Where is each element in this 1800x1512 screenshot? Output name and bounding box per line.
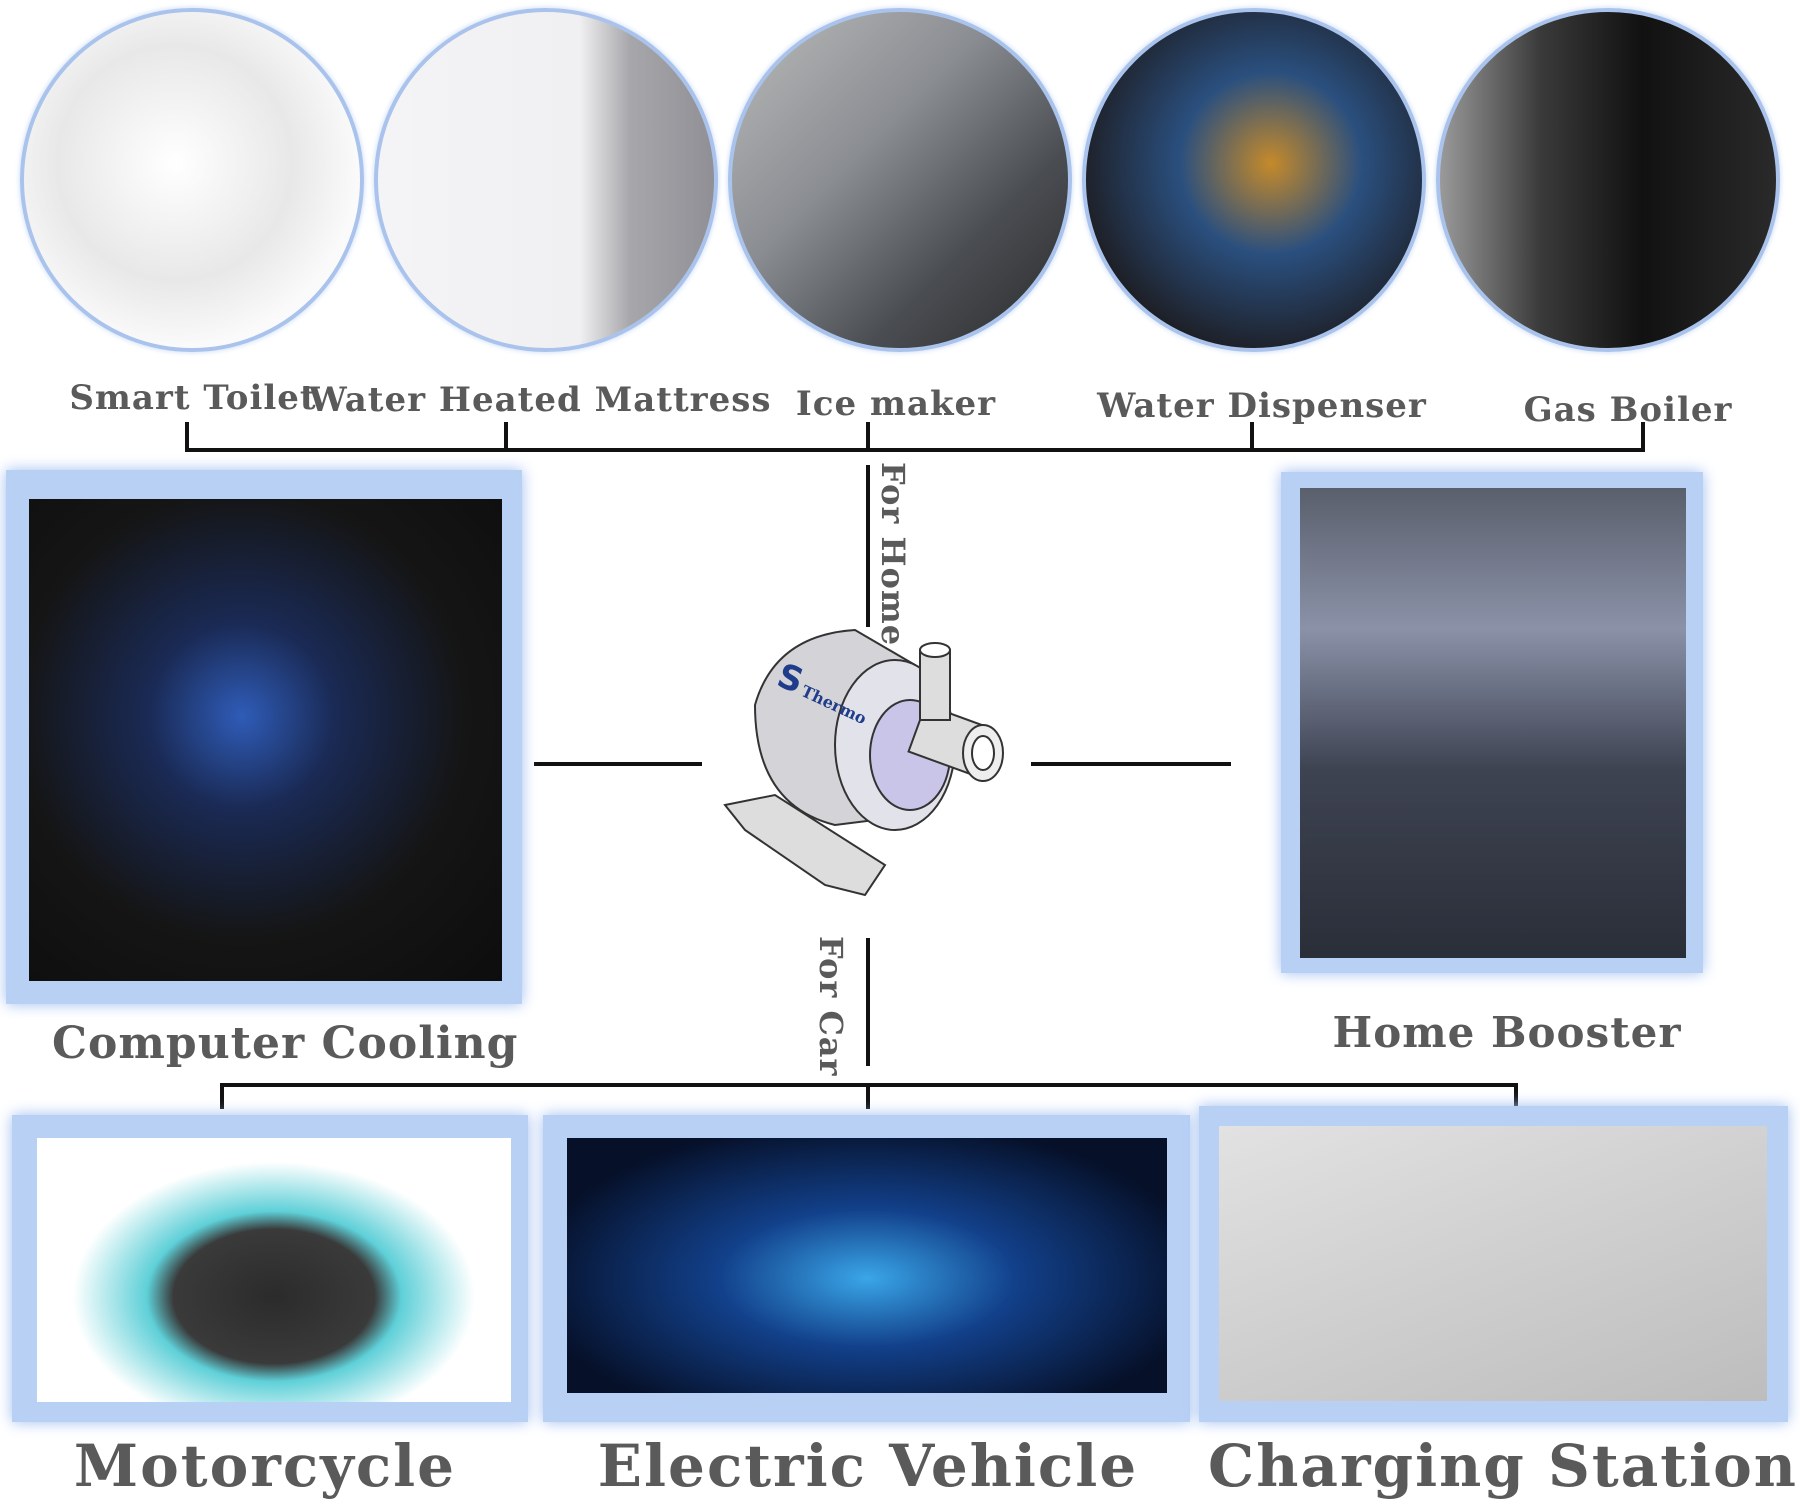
for-home-label: For Home: [874, 462, 912, 647]
gas-boiler-image: [1436, 8, 1780, 352]
label-water-heated-mattress: Water Heated Mattress: [308, 380, 772, 420]
bracket-tick: [185, 422, 189, 450]
for-car-label: For Car: [812, 936, 850, 1077]
label-gas-boiler: Gas Boiler: [1523, 390, 1733, 430]
water-heated-mattress-image: [374, 8, 718, 352]
right-connector: [1031, 762, 1231, 766]
label-ice-maker: Ice maker: [795, 384, 997, 424]
bracket-tick: [1514, 1083, 1518, 1109]
charging-station-image: [1219, 1126, 1767, 1401]
label-charging-station: Charging Station: [1208, 1432, 1798, 1500]
label-motorcycle: Motorcycle: [73, 1432, 457, 1500]
label-computer-cooling: Computer Cooling: [52, 1018, 519, 1069]
ice-maker-image: [728, 8, 1072, 352]
home-booster-image: [1300, 488, 1686, 958]
bracket-tick: [1250, 422, 1254, 450]
bracket-tick: [1641, 422, 1645, 450]
label-home-booster: Home Booster: [1332, 1008, 1682, 1057]
bracket-tick: [866, 1083, 870, 1109]
home-bracket-line: [185, 448, 1645, 452]
home-connector: [866, 465, 870, 627]
electric-vehicle-image: [567, 1138, 1167, 1393]
label-smart-toilet: Smart Toilet: [69, 378, 317, 418]
label-water-dispenser: Water Dispenser: [1097, 386, 1427, 426]
bracket-tick: [504, 422, 508, 450]
motorcycle-image: [37, 1138, 511, 1402]
water-pump-image: S Thermo: [723, 628, 1004, 897]
bracket-tick: [866, 422, 870, 450]
bracket-tick: [220, 1083, 224, 1109]
car-connector: [866, 938, 870, 1066]
smart-toilet-image: [20, 8, 364, 352]
computer-cooling-image: [29, 499, 502, 981]
water-dispenser-image: [1082, 8, 1426, 352]
label-electric-vehicle: Electric Vehicle: [597, 1432, 1139, 1500]
left-connector: [534, 762, 702, 766]
